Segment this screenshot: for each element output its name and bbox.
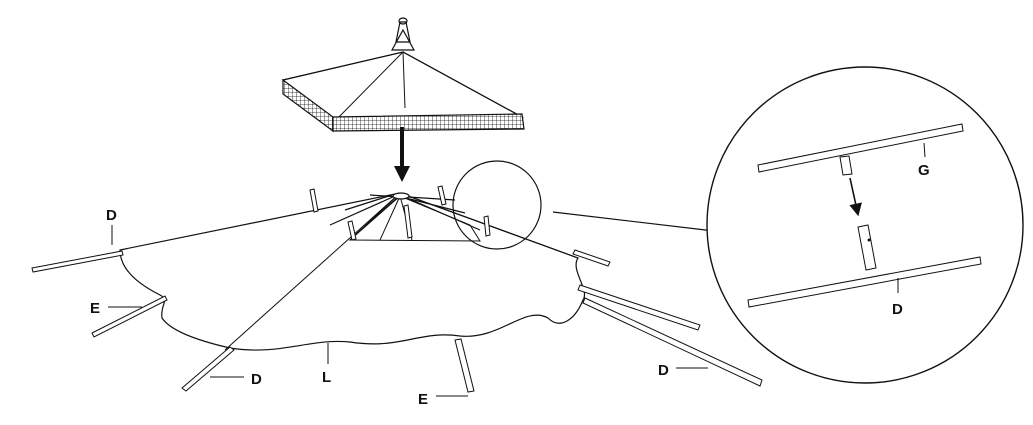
callout-connector-line	[552, 211, 715, 232]
label-d-right: D	[658, 362, 669, 379]
rod-e-left	[91, 295, 168, 338]
label-g-detail: G	[918, 162, 930, 179]
rod-d-right-3	[572, 249, 611, 267]
rod-d-left	[31, 250, 124, 273]
label-e-left: E	[90, 300, 100, 317]
canopy-main	[119, 185, 586, 351]
rod-d-right-1	[577, 284, 701, 331]
rod-d-right-2	[582, 297, 763, 387]
canopy-top-vent	[281, 17, 525, 133]
label-l: L	[322, 369, 331, 386]
rod-e-front	[454, 338, 475, 393]
label-d-front: D	[251, 371, 262, 388]
detail-inset	[706, 66, 1024, 384]
label-d-left: D	[106, 207, 117, 224]
rod-d-front	[181, 346, 235, 392]
label-e-front: E	[418, 391, 428, 408]
label-d-detail: D	[892, 301, 903, 318]
detail-callout-circle	[452, 160, 542, 250]
arrow-down-icon	[394, 127, 410, 182]
